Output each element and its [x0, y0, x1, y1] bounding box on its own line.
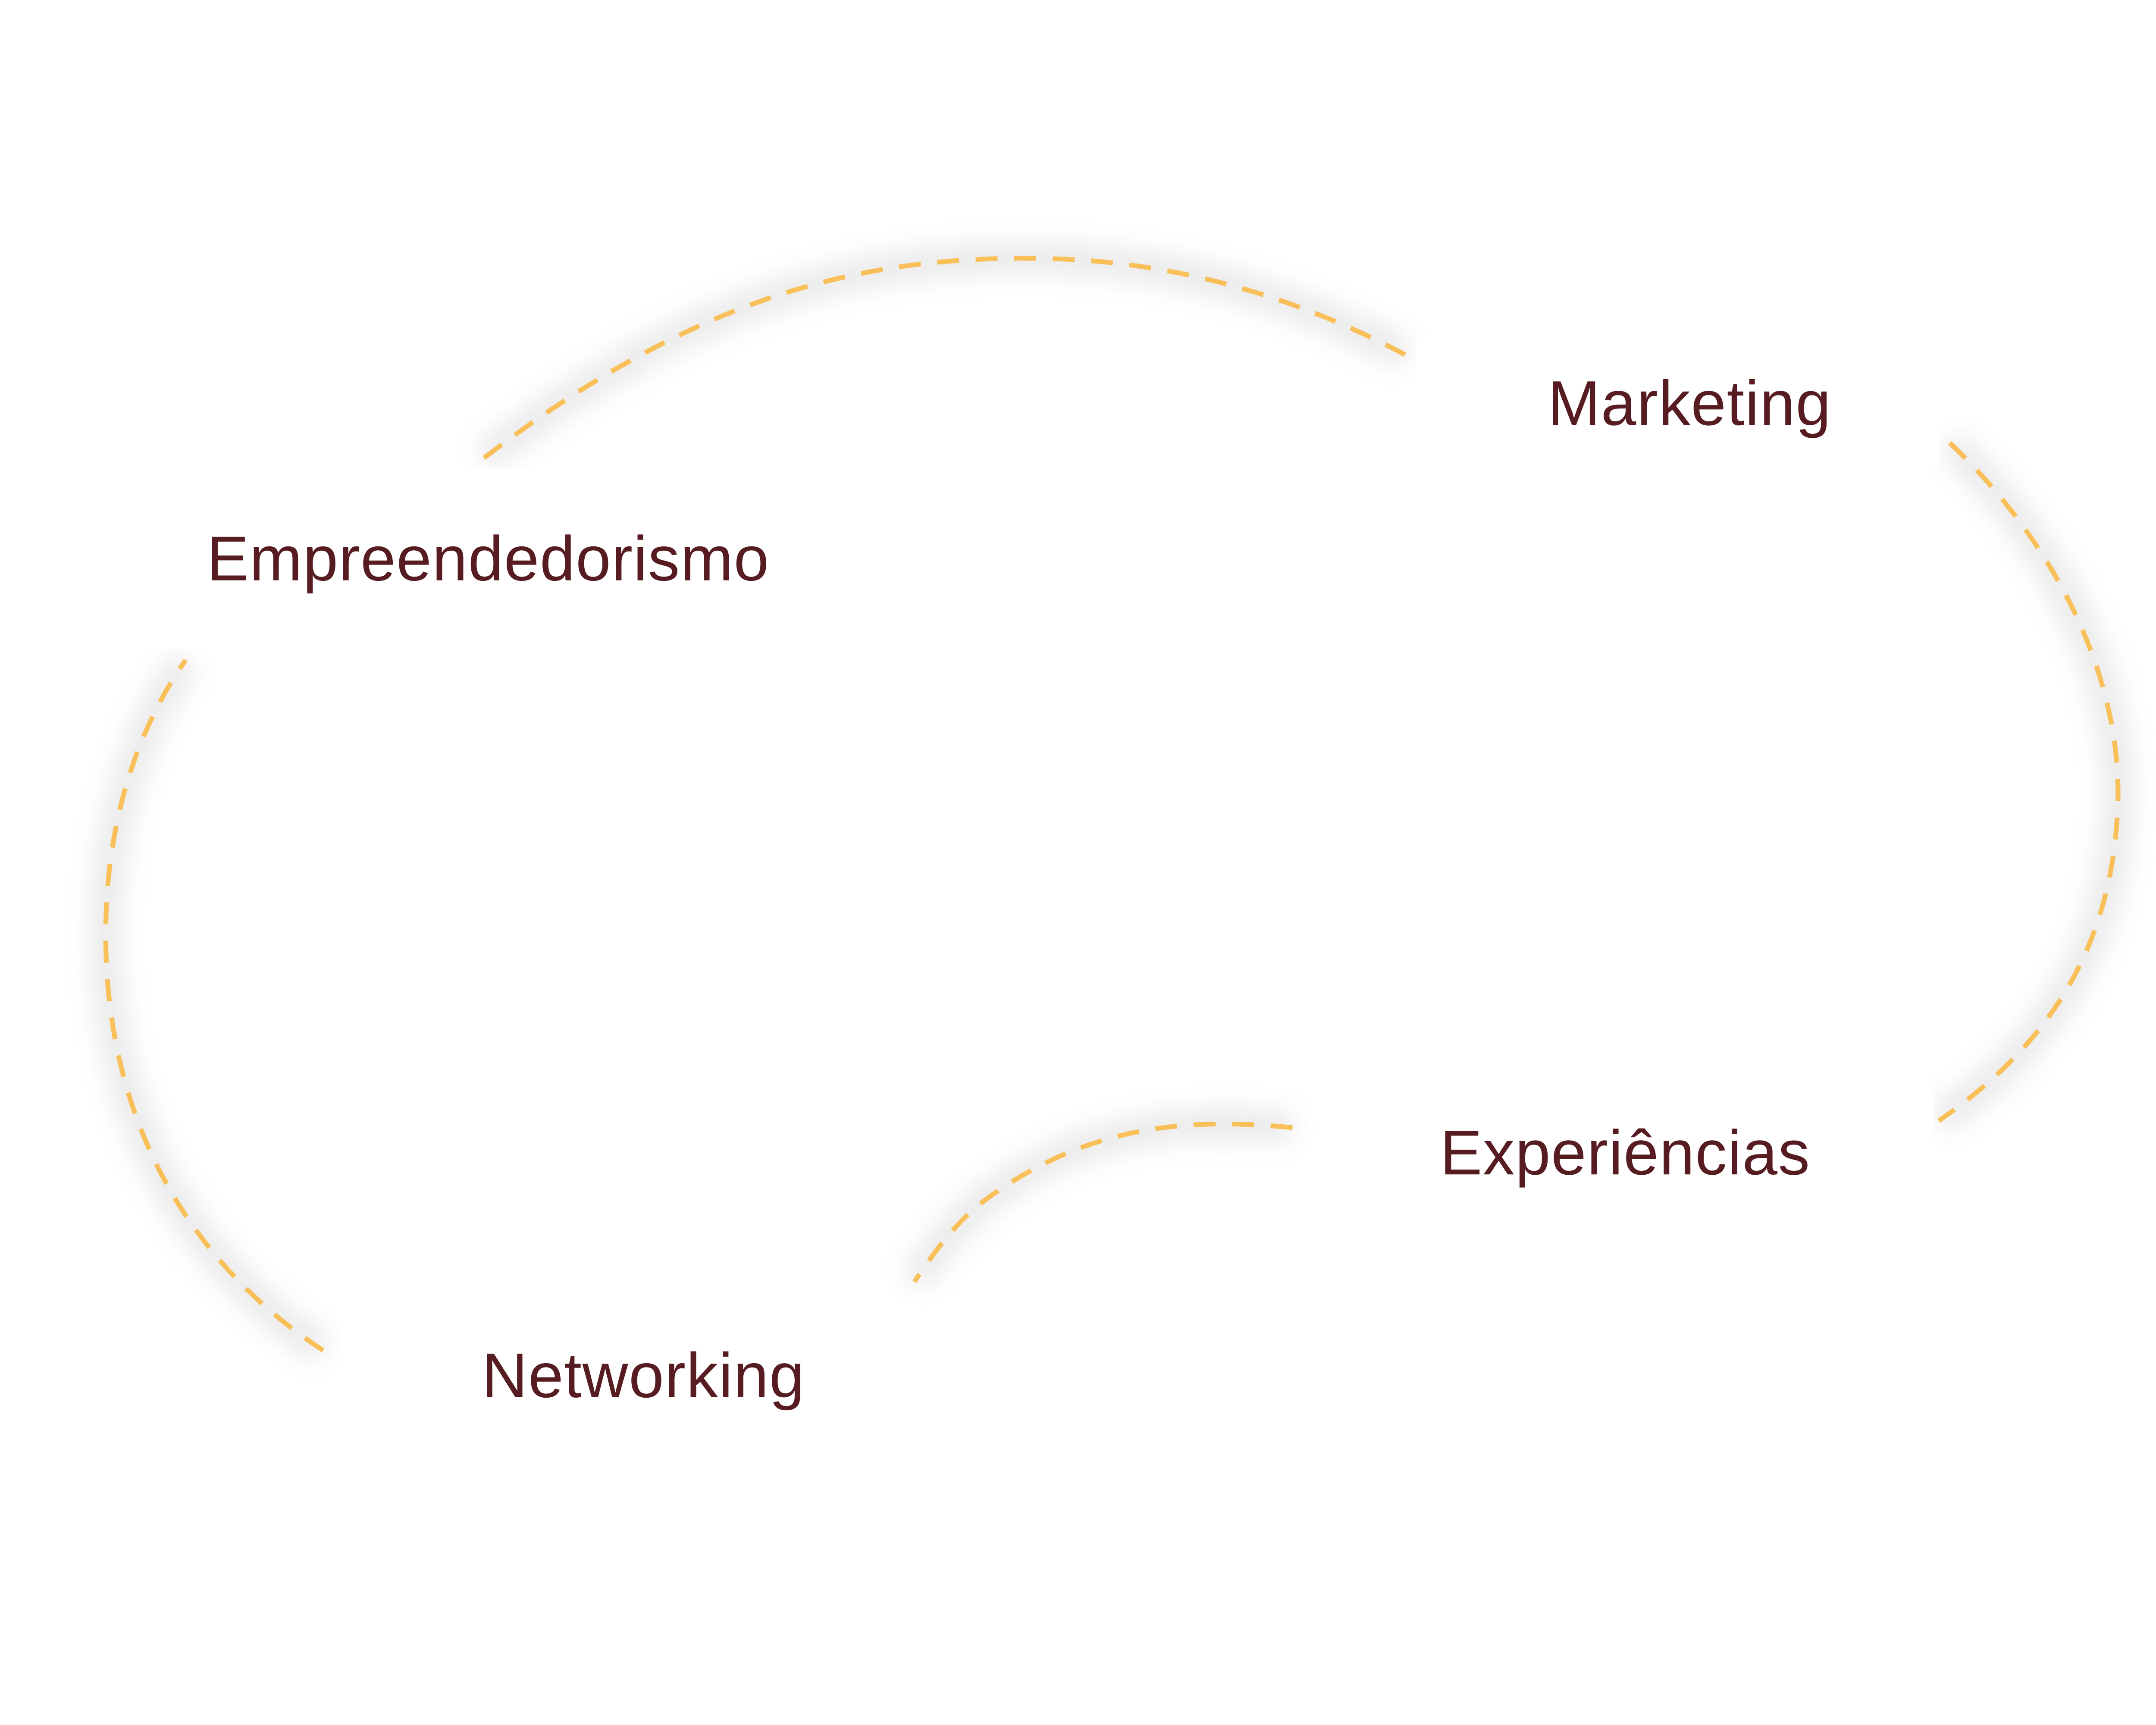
connector-experiencias-networking: [912, 1121, 1293, 1283]
connector-networking-empreendedorismo: [103, 659, 325, 1353]
node-empreendedorismo: Empreendedorismo: [137, 467, 839, 649]
node-label: Marketing: [1548, 366, 1832, 438]
node-experiencias: Experiências: [1317, 1086, 1934, 1217]
node-marketing: Marketing: [1416, 337, 1939, 468]
node-label: Experiências: [1440, 1116, 1811, 1188]
connector-marketing-experiencias: [1937, 441, 2121, 1123]
node-label: Networking: [482, 1339, 805, 1411]
node-networking: Networking: [341, 1306, 946, 1444]
connector-empreendedorismo-marketing: [483, 256, 1407, 460]
node-label: Empreendedorismo: [207, 522, 770, 594]
